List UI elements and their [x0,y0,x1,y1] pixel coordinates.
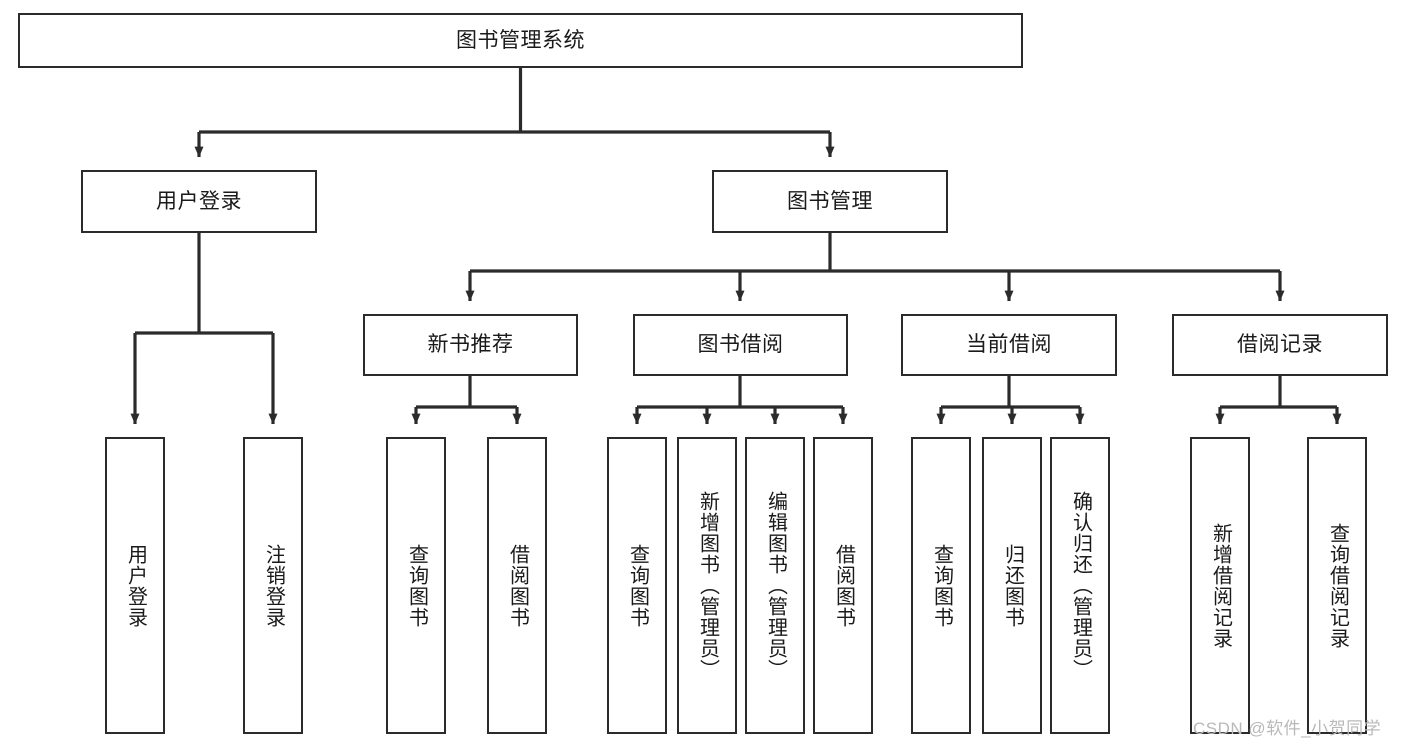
node-leaf-add-record[interactable]: 新增借阅记录 [1190,437,1250,734]
node-user-login[interactable]: 用户登录 [81,170,317,233]
node-current-borrow-label: 当前借阅 [966,333,1052,357]
node-leaf-return-book[interactable]: 归还图书 [982,437,1042,734]
node-leaf-query-book-1[interactable]: 查询图书 [386,437,446,734]
node-leaf-borrow-book-2[interactable]: 借阅图书 [813,437,873,734]
node-leaf-query-record-label: 查询借阅记录 [1326,522,1349,649]
node-root-label: 图书管理系统 [456,28,585,52]
node-borrow-record[interactable]: 借阅记录 [1172,314,1388,376]
node-leaf-return-book-label: 归还图书 [1001,543,1024,628]
node-leaf-user-logout-label: 注销登录 [262,543,285,628]
node-book-borrow-label: 图书借阅 [697,333,784,357]
node-leaf-user-login-label: 用户登录 [124,543,147,628]
node-leaf-add-book-label: 新增图书（管理员） [696,491,719,680]
node-leaf-query-book-1-label: 查询图书 [405,543,428,628]
node-leaf-query-book-2[interactable]: 查询图书 [607,437,667,734]
node-root[interactable]: 图书管理系统 [18,13,1023,68]
node-leaf-user-login[interactable]: 用户登录 [105,437,165,734]
node-leaf-query-book-2-label: 查询图书 [626,543,649,628]
node-new-book-recommend[interactable]: 新书推荐 [363,314,578,376]
node-leaf-borrow-book-2-label: 借阅图书 [832,543,855,628]
node-new-book-recommend-label: 新书推荐 [427,333,514,357]
node-user-login-label: 用户登录 [156,189,242,213]
node-leaf-query-record[interactable]: 查询借阅记录 [1307,437,1367,734]
node-leaf-confirm-return-label: 确认归还（管理员） [1069,491,1092,680]
node-leaf-borrow-book-1-label: 借阅图书 [506,543,529,628]
node-book-borrow[interactable]: 图书借阅 [633,314,848,376]
node-leaf-confirm-return[interactable]: 确认归还（管理员） [1050,437,1110,734]
node-leaf-add-book[interactable]: 新增图书（管理员） [677,437,737,734]
node-leaf-add-record-label: 新增借阅记录 [1209,522,1232,649]
node-book-manage-label: 图书管理 [787,189,873,213]
node-book-manage[interactable]: 图书管理 [712,170,948,233]
node-leaf-edit-book-label: 编辑图书（管理员） [764,491,787,680]
node-leaf-query-book-3[interactable]: 查询图书 [911,437,971,734]
node-leaf-query-book-3-label: 查询图书 [930,543,953,628]
node-current-borrow[interactable]: 当前借阅 [901,314,1117,376]
node-borrow-record-label: 借阅记录 [1237,333,1323,357]
node-leaf-user-logout[interactable]: 注销登录 [243,437,303,734]
node-leaf-edit-book[interactable]: 编辑图书（管理员） [745,437,805,734]
node-leaf-borrow-book-1[interactable]: 借阅图书 [487,437,547,734]
